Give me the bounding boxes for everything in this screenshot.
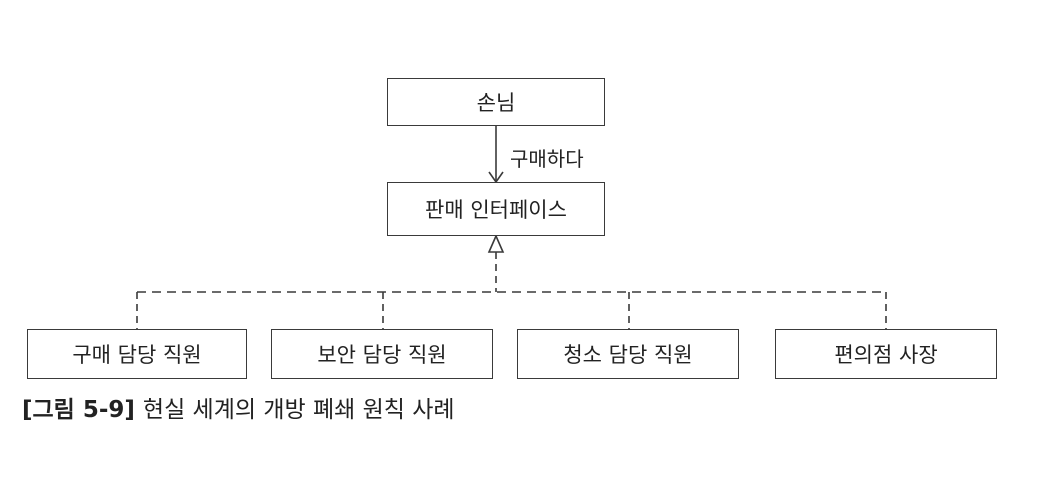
store-owner-node: 편의점 사장 [775,329,997,379]
cleaning-staff-node: 청소 담당 직원 [517,329,739,379]
buy-edge-label: 구매하다 [510,147,584,171]
customer-node: 손님 [387,78,605,126]
sales-interface-node: 판매 인터페이스 [387,182,605,236]
figure-caption-text: 현실 세계의 개방 폐쇄 원칙 사례 [142,397,455,423]
figure-caption: [그림 5-9] 현실 세계의 개방 폐쇄 원칙 사례 [22,390,455,424]
realization-triangle [487,234,505,253]
purchasing-staff-node: 구매 담당 직원 [27,329,247,379]
figure-number: [그림 5-9] [22,397,135,423]
security-staff-node: 보안 담당 직원 [271,329,493,379]
